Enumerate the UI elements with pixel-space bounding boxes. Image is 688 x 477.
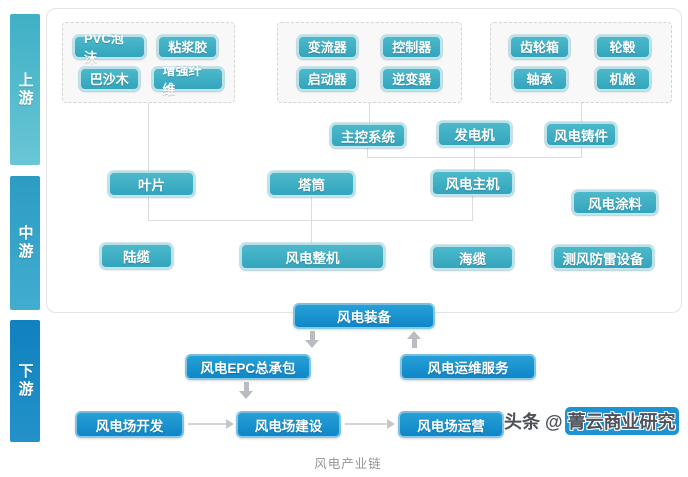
watermark-author-badge: 菁云商业研究 [564,407,679,435]
watermark-prefix: 头条 @ [504,412,563,432]
down-arrow-icon [239,382,253,399]
node-wind-coatings: 风电涂料 [571,189,659,216]
connector-line [474,147,475,170]
node-starter: 启动器 [295,65,359,92]
node-tower: 塔筒 [267,170,356,198]
node-main-control-system: 主控系统 [329,122,407,149]
node-reinforced-fiber: 增强纤维 [150,63,225,97]
node-bearing: 轴承 [510,65,569,92]
connector-line [369,103,370,123]
node-wind-equipment: 风电装备 [293,303,435,329]
down-arrow-icon [305,331,319,348]
connector-line [148,220,473,221]
connector-line [148,103,149,220]
node-operation-maintenance-service: 风电运维服务 [400,354,536,380]
stage-label-upstream: 上游 [10,14,40,165]
node-sea-cable: 海缆 [430,244,515,271]
stage-label-midstream: 中游 [10,176,40,310]
node-main-unit: 风电主机 [430,169,515,197]
connector-line [472,196,473,221]
node-gearbox: 齿轮箱 [507,33,572,60]
connector-line [581,103,582,122]
connector-line [581,147,582,158]
node-windfarm-operation: 风电场运营 [398,411,504,438]
diagram-caption: 风电产业链 [314,457,382,471]
node-complete-turbine: 风电整机 [239,242,386,271]
node-windfarm-development: 风电场开发 [75,411,184,438]
node-wind-lightning-equipment: 测风防雷设备 [551,244,655,271]
right-arrow-icon [188,419,234,429]
node-balsa-wood: 巴沙木 [77,65,141,92]
stage-label-downstream: 下游 [10,320,40,442]
right-arrow-icon [345,419,395,429]
up-arrow-icon [407,331,421,348]
node-nacelle: 机舱 [593,65,652,92]
node-land-cable: 陆缆 [99,242,174,270]
node-generator: 发电机 [436,120,513,148]
node-inverter: 逆变器 [380,65,444,92]
connector-line [367,157,581,158]
node-wind-castings: 风电铸件 [544,121,618,148]
node-controller: 控制器 [380,33,444,60]
node-windfarm-construction: 风电场建设 [236,411,341,438]
group-drivetrain-parts: 齿轮箱 轮毂 轴承 机舱 [490,22,672,103]
group-electrical-parts: 变流器 控制器 启动器 逆变器 [277,22,462,103]
node-blade: 叶片 [107,170,196,198]
watermark: 头条 @ 菁云商业研究 [504,407,679,435]
node-epc-contracting: 风电EPC总承包 [185,354,311,380]
node-pvc-foam: PVC泡沫 [72,31,147,65]
connector-line [367,148,368,158]
node-adhesive: 粘浆胶 [156,33,220,60]
group-blade-materials: PVC泡沫 粘浆胶 巴沙木 增强纤维 [62,22,235,103]
node-converter: 变流器 [295,33,359,60]
node-hub: 轮毂 [593,33,652,60]
